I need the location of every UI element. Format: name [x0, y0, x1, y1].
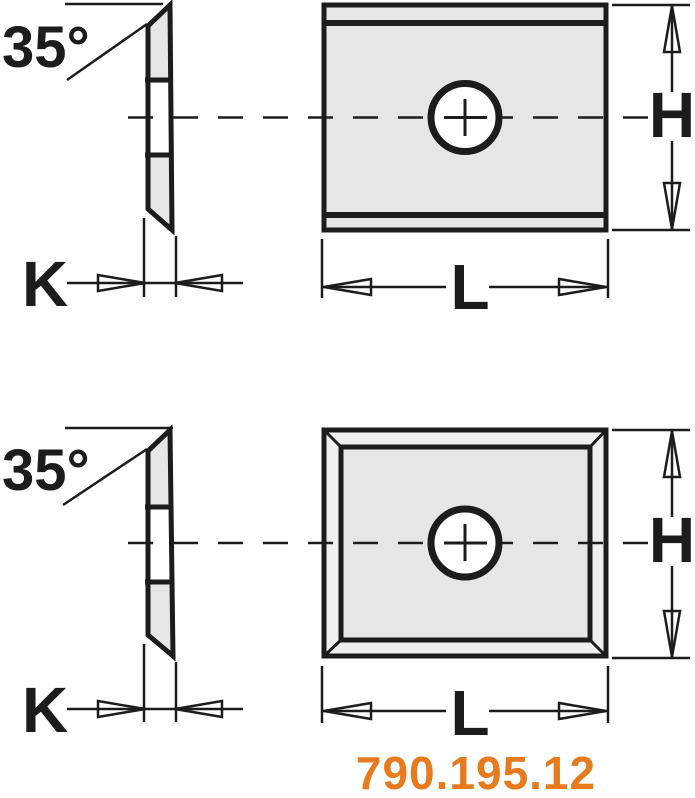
- l-arrow-right-icon: [557, 701, 607, 721]
- bevel-corner-bottom-left: [321, 638, 343, 659]
- h-arrow-up-icon: [662, 430, 682, 479]
- h-arrow-down-icon: [662, 609, 682, 658]
- k-arrow-right-icon: [96, 273, 146, 293]
- l-label: L: [450, 677, 489, 749]
- angle-leader-line: [66, 22, 148, 82]
- l-arrow-left-icon: [323, 277, 373, 297]
- l-label: L: [450, 251, 489, 323]
- k-label: K: [22, 248, 68, 320]
- side-profile-core: [147, 509, 172, 580]
- h-label: H: [649, 504, 695, 576]
- bevel-corner-top-left: [321, 427, 343, 449]
- bottom-angle-annotation: 35°: [2, 426, 173, 507]
- k-label: K: [22, 674, 68, 746]
- h-arrow-down-icon: [662, 181, 682, 230]
- top-h-dimension: H: [612, 3, 695, 232]
- k-arrow-right-icon: [96, 699, 146, 719]
- side-profile-outline: [145, 0, 175, 236]
- k-arrow-left-icon: [174, 699, 224, 719]
- top-angle-annotation: 35°: [2, 2, 163, 82]
- bottom-h-dimension: H: [612, 428, 695, 660]
- angle-label: 35°: [2, 438, 90, 503]
- top-k-dimension: K: [22, 218, 243, 320]
- l-arrow-right-icon: [557, 277, 607, 297]
- bottom-side-view: [145, 424, 176, 662]
- bottom-k-dimension: K: [22, 644, 243, 746]
- top-center-hole: [427, 80, 503, 155]
- h-arrow-up-icon: [662, 5, 682, 54]
- angle-leader-line: [62, 447, 148, 507]
- bottom-center-hole: [427, 505, 503, 581]
- h-label: H: [649, 79, 695, 151]
- l-arrow-left-icon: [323, 701, 373, 721]
- bottom-drawing: 35°: [2, 424, 695, 749]
- top-drawing: 35°: [2, 0, 695, 323]
- bevel-corner-bottom-right: [588, 638, 609, 659]
- bevel-corner-top-right: [588, 427, 609, 449]
- part-number: 790.195.12: [356, 747, 596, 798]
- bottom-l-dimension: L: [320, 666, 610, 749]
- side-profile-outline: [145, 424, 176, 662]
- k-arrow-left-icon: [174, 273, 224, 293]
- top-l-dimension: L: [320, 239, 610, 323]
- angle-label: 35°: [2, 15, 90, 80]
